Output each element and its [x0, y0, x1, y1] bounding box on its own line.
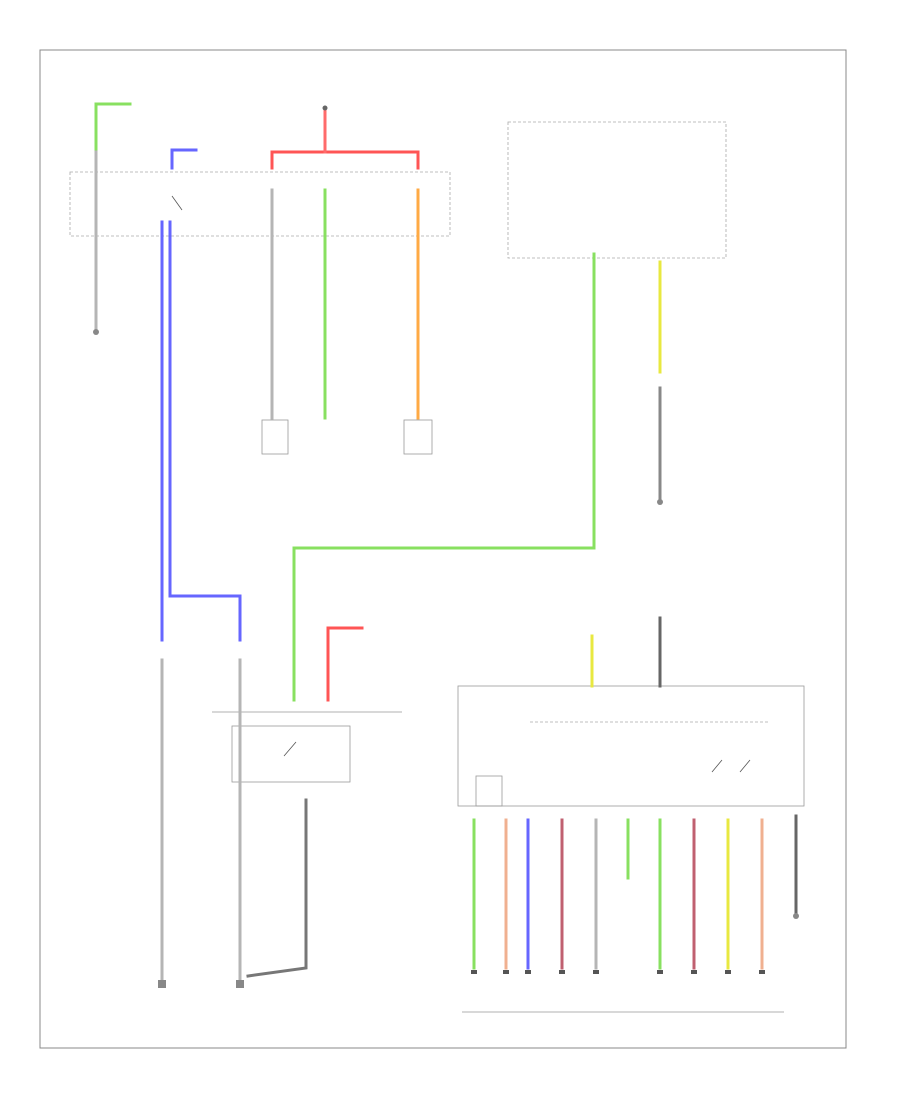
junction-box-upper — [69, 171, 451, 237]
wire-red-bus — [270, 150, 420, 170]
switch-contact-lower — [283, 741, 751, 773]
wire-green-long — [292, 252, 596, 702]
wire-blue-top-stub — [170, 148, 198, 170]
module-box-lower — [457, 685, 805, 807]
ground-terminal-lower-2 — [236, 980, 244, 988]
wire-green-top-left — [94, 102, 132, 154]
wire-dark-to-ground — [246, 798, 308, 978]
ground-left-top — [93, 329, 99, 335]
wire-blue-long — [160, 220, 242, 642]
module-sub-box — [475, 775, 503, 807]
component-box-1 — [261, 419, 289, 455]
ground-terminal-lower-1 — [158, 980, 166, 988]
top-power-connector — [322, 105, 328, 111]
wire-red-switch-feed — [326, 626, 364, 702]
switch-contact-upper — [171, 195, 183, 211]
module-terminals — [471, 970, 765, 974]
switch-box — [231, 725, 351, 783]
ground-right-lower — [793, 913, 799, 919]
control-unit-box — [507, 121, 727, 259]
diagram-border — [39, 49, 847, 1049]
ground-right-upper — [657, 499, 663, 505]
component-box-3 — [403, 419, 433, 455]
